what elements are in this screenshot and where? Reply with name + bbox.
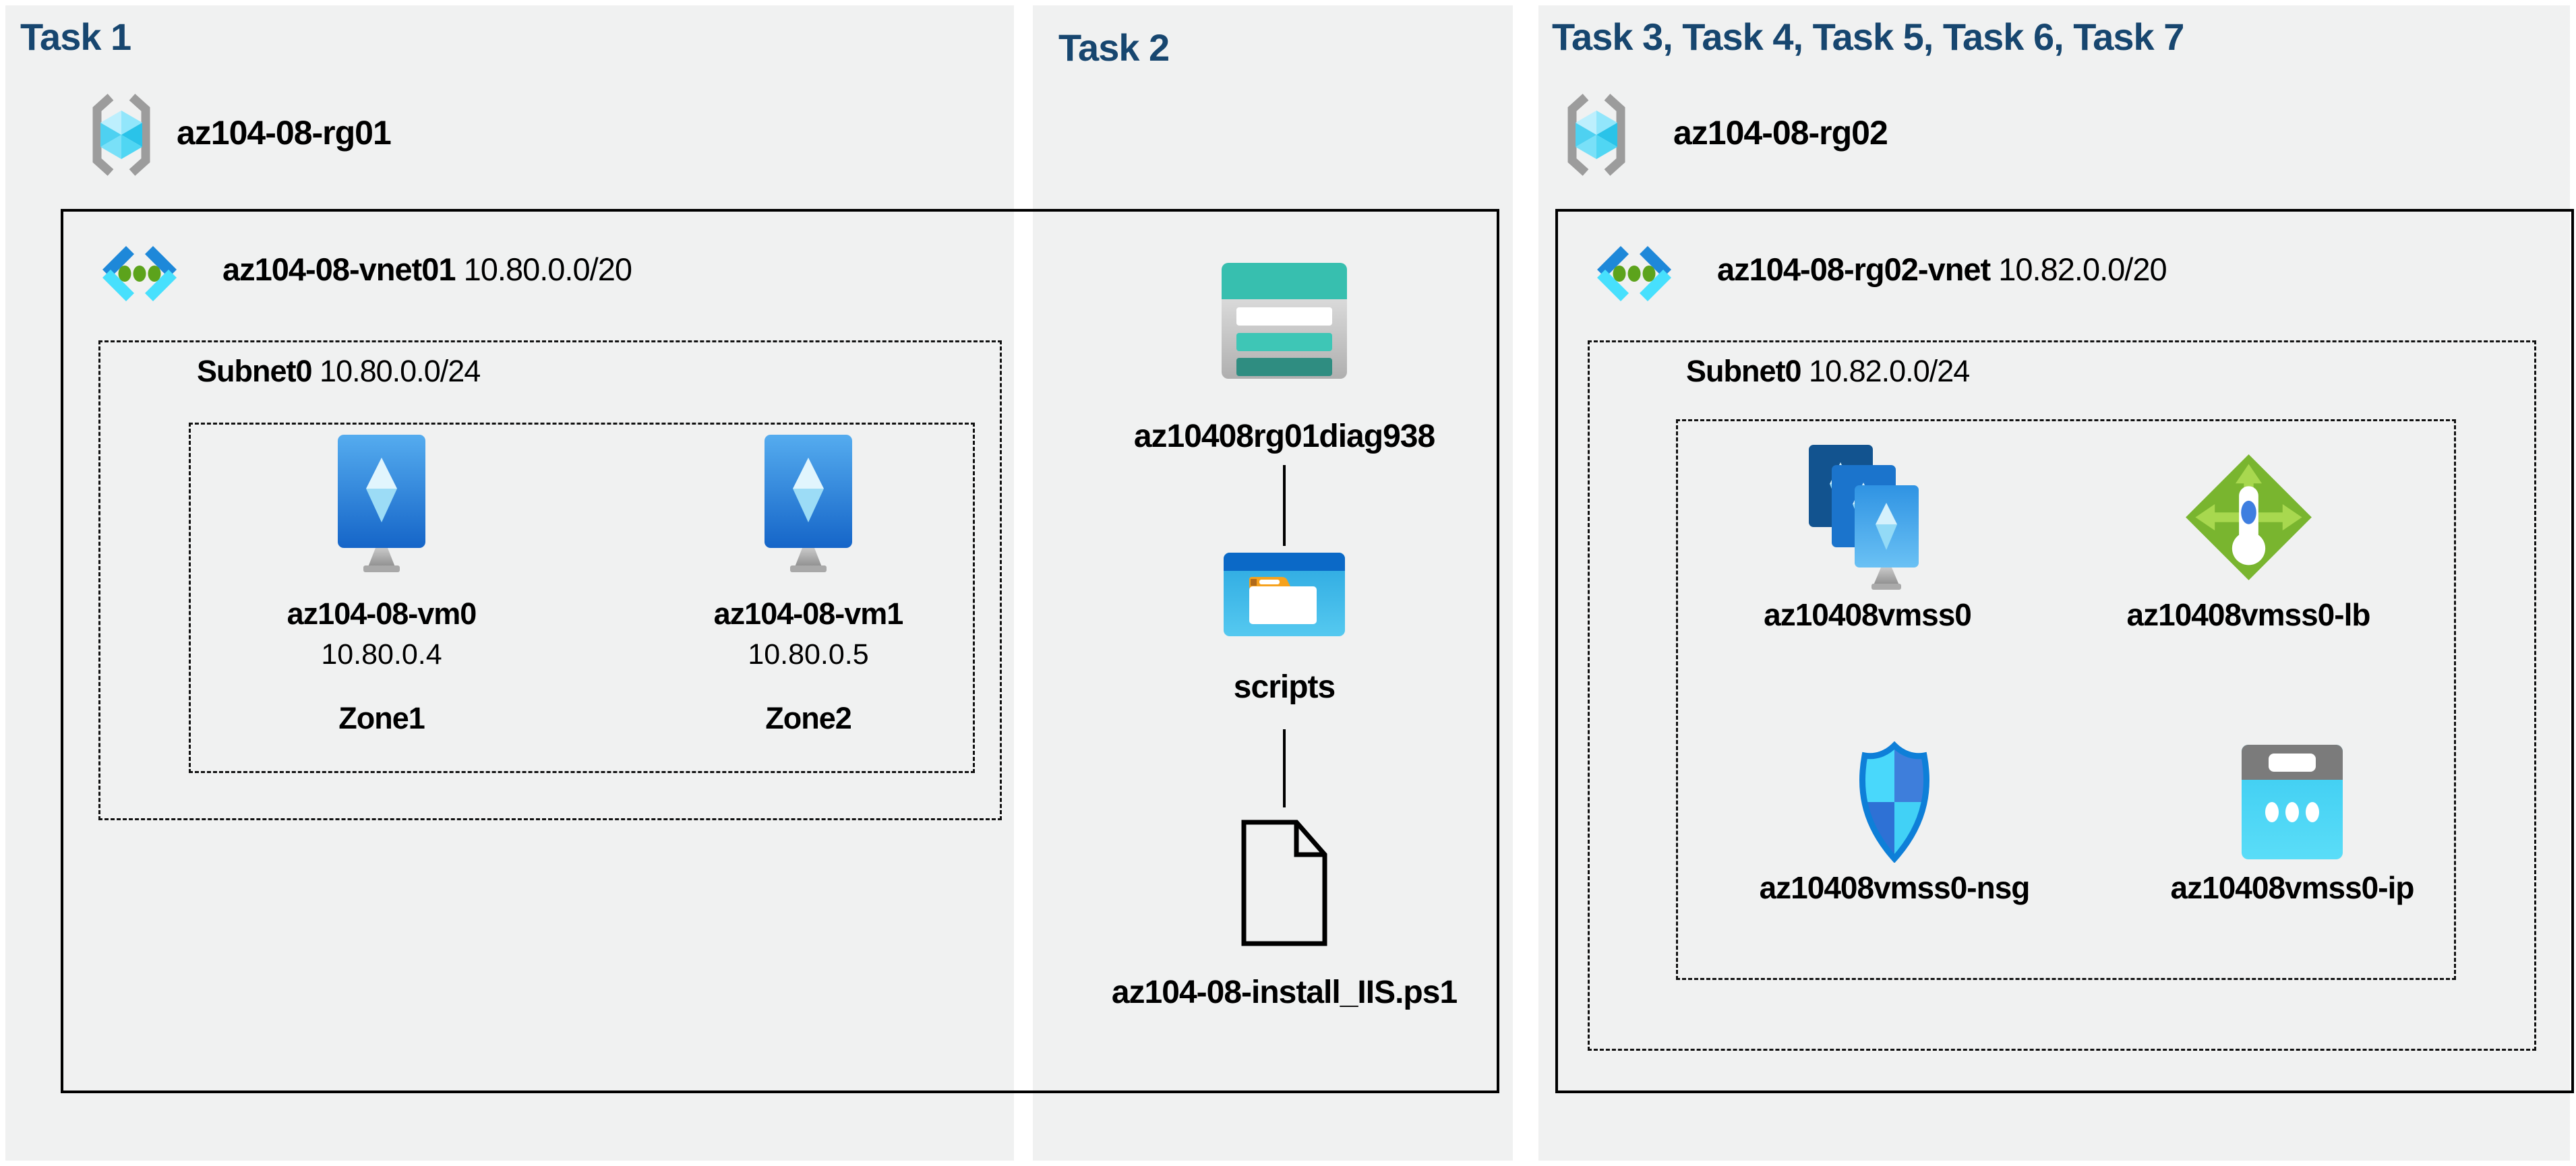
vm0-name: az104-08-vm0	[287, 596, 477, 631]
task1-panel	[5, 5, 1014, 1161]
task1-subnet-box	[98, 340, 1002, 820]
nsg-name: az10408vmss0-nsg	[1759, 870, 2031, 905]
vm0-ip: 10.80.0.4	[321, 638, 442, 671]
load-balancer-block: az10408vmss0-lb	[2060, 438, 2437, 633]
task1-subnet-cidr: 10.80.0.0/24	[320, 354, 481, 388]
folder-name: scripts	[1233, 669, 1336, 705]
public-ip-name: az10408vmss0-ip	[2170, 870, 2415, 905]
task1-subnet-name: Subnet0	[197, 354, 313, 388]
task1-vnet-cidr: 10.80.0.0/20	[463, 251, 632, 287]
vm1-block: az104-08-vm1 10.80.0.5 Zone2	[673, 435, 943, 736]
folder-icon	[1224, 553, 1345, 636]
storage-account-icon	[1222, 263, 1347, 379]
task3-resources-box	[1676, 419, 2456, 980]
task3-vnet-box	[1555, 209, 2574, 1093]
public-ip-icon	[2103, 735, 2481, 869]
task1-vnet-box	[61, 209, 1499, 1093]
vm1-name: az104-08-vm1	[713, 596, 904, 631]
task1-zone-box	[189, 423, 975, 773]
vm0-zone: Zone1	[338, 701, 425, 735]
vmss-icon	[1679, 438, 2056, 596]
vm-icon	[331, 435, 432, 573]
connector-scripts-file	[1283, 729, 1286, 807]
vm1-zone: Zone2	[765, 701, 852, 735]
task1-title: Task 1	[20, 16, 131, 58]
task1-resource-group-name: az104-08-rg01	[177, 114, 392, 152]
nsg-icon	[1706, 735, 2083, 869]
task3-vnet-name: az104-08-rg02-vnet	[1717, 251, 1991, 287]
task1-vnet-label: az104-08-vnet01 10.80.0.0/20	[222, 251, 632, 288]
vm-icon	[758, 435, 859, 573]
script-file-name: az104-08-install_IIS.ps1	[1111, 975, 1458, 1010]
vm0-block: az104-08-vm0 10.80.0.4 Zone1	[247, 435, 516, 736]
storage-account-name: az10408rg01diag938	[1133, 419, 1435, 454]
virtual-network-icon	[1593, 233, 1675, 315]
task1-vnet-name: az104-08-vnet01	[222, 251, 456, 287]
load-balancer-icon	[2060, 438, 2437, 596]
task3-resource-group-name: az104-08-rg02	[1673, 114, 1888, 152]
nsg-block: az10408vmss0-nsg	[1706, 735, 2083, 906]
vmss-name: az10408vmss0	[1764, 597, 1972, 632]
task3-vnet-label: az104-08-rg02-vnet 10.82.0.0/20	[1717, 251, 2167, 288]
virtual-network-icon	[98, 233, 181, 315]
task3-subnet-name: Subnet0	[1686, 354, 1802, 388]
task1-subnet-label: Subnet0 10.80.0.0/24	[197, 354, 481, 389]
resource-group-icon	[1561, 93, 1631, 177]
task2-title: Task 2	[1058, 26, 1170, 69]
connector-storage-scripts	[1283, 465, 1286, 546]
task3-title: Task 3, Task 4, Task 5, Task 6, Task 7	[1552, 16, 2184, 58]
task3-subnet-cidr: 10.82.0.0/24	[1809, 354, 1970, 388]
vm1-ip: 10.80.0.5	[748, 638, 869, 671]
vmss-block: az10408vmss0	[1679, 438, 2056, 633]
file-icon	[1237, 817, 1331, 949]
resource-group-icon	[86, 93, 156, 177]
public-ip-block: az10408vmss0-ip	[2103, 735, 2481, 906]
task3-vnet-cidr: 10.82.0.0/20	[1998, 251, 2167, 287]
task3-panel	[1538, 5, 2570, 1161]
task3-subnet-label: Subnet0 10.82.0.0/24	[1686, 354, 1970, 389]
task3-subnet-box	[1588, 340, 2536, 1051]
load-balancer-name: az10408vmss0-lb	[2126, 597, 2371, 632]
